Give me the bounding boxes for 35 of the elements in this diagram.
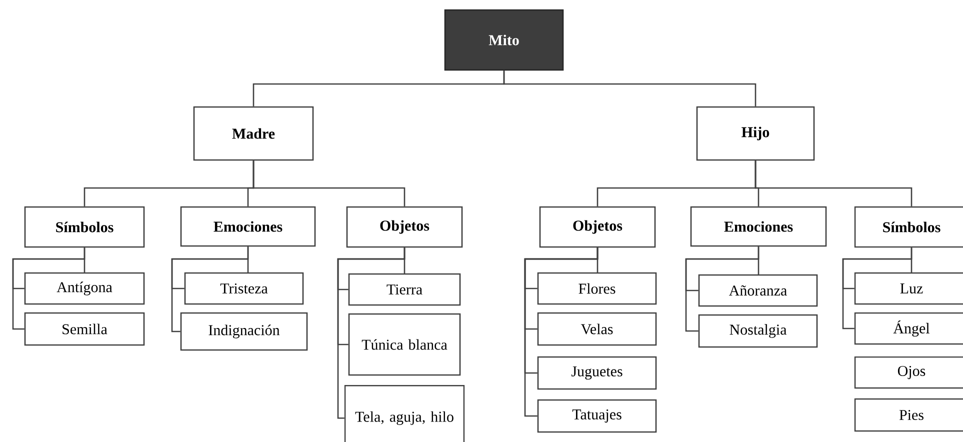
connector xyxy=(685,246,760,332)
item-box: Ángel xyxy=(854,312,963,345)
category-box: Objetos xyxy=(346,206,463,248)
connector xyxy=(754,160,912,206)
item-box: Tristeza xyxy=(184,272,304,305)
category-box: Símbolos xyxy=(24,206,145,248)
category-box: Hijo xyxy=(696,106,815,161)
connector xyxy=(12,248,86,330)
item-box: Luz xyxy=(854,272,963,305)
item-box: Flores xyxy=(537,272,657,305)
item-box: Semilla xyxy=(24,312,145,346)
item-box: Añoranza xyxy=(698,274,818,307)
item-box: Túnica blanca xyxy=(348,313,461,376)
item-box: Ojos xyxy=(854,356,963,389)
category-box: Emociones xyxy=(180,206,316,247)
category-box: Objetos xyxy=(539,206,656,248)
category-box: Madre xyxy=(193,106,314,161)
connector xyxy=(171,246,249,332)
item-box: Pies xyxy=(854,398,963,432)
root-box: Mito xyxy=(444,9,564,71)
item-box: Tierra xyxy=(348,273,461,306)
connector xyxy=(524,248,598,417)
item-box: Nostalgia xyxy=(698,314,818,348)
item-box: Tatuajes xyxy=(537,399,657,433)
item-box: Tela, aguja, hilo xyxy=(344,385,465,442)
category-box: Emociones xyxy=(690,206,827,247)
category-box: Símbolos xyxy=(854,206,963,248)
item-box: Velas xyxy=(537,312,657,346)
connector xyxy=(503,70,756,106)
connector xyxy=(842,248,912,330)
item-box: Antígona xyxy=(24,272,145,305)
connector xyxy=(337,248,406,419)
connector xyxy=(252,160,406,206)
item-box: Indignación xyxy=(180,312,308,351)
item-box: Juguetes xyxy=(537,356,657,390)
